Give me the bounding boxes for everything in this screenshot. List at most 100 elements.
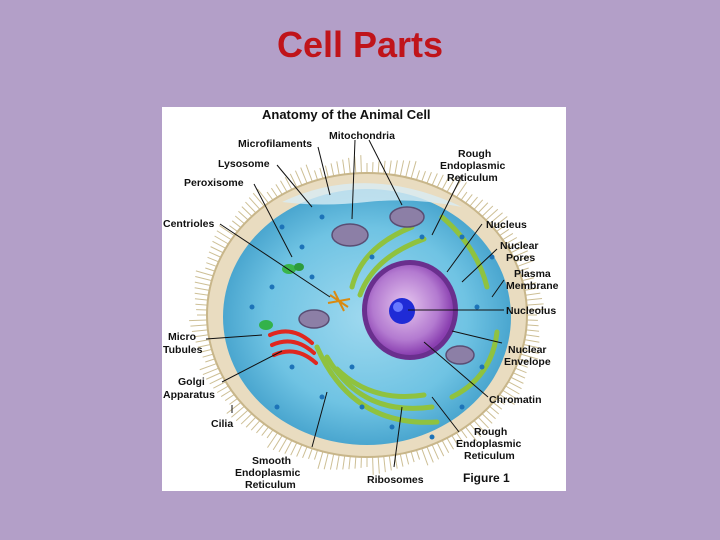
label-rough-top-endoplasmic: Endoplasmic [440,160,506,172]
ribosome-dot [289,364,295,370]
cilium-strand [195,276,212,282]
cilium-strand [229,225,238,232]
cilium-strand [492,216,508,228]
cilium-strand [524,339,540,343]
cilium-strand [465,194,473,204]
label-smooth-endoplasmic: Endoplasmic [235,467,301,479]
cilium-strand [456,432,464,443]
cilium-strand [348,456,351,470]
cilium-strand [278,437,288,453]
cilium-strand [477,416,489,429]
cilium-strand [473,199,484,210]
label-golgi: Golgi [178,376,205,388]
cilium-strand [394,160,398,176]
cilium-strand [502,232,514,241]
cilium-strand [275,184,283,195]
cilium-strand [388,160,392,175]
label-cilia: Cilia [211,418,233,430]
label-apparatus: Apparatus [163,389,215,401]
cilium-strand [496,398,505,405]
cilium-strand [231,405,245,418]
cilium-strand [431,444,440,460]
cilium-strand [294,170,303,186]
cell-diagram-figure: Anatomy of the Animal Cell [162,107,566,491]
cilium-strand [377,161,380,174]
cilium-strand [508,241,521,249]
cilium-strand [489,212,503,225]
cilium-strand [342,455,346,470]
ribosome-dot [274,404,280,410]
cilium-strand [336,454,340,470]
cilium-strand [465,426,477,442]
label-rough-bottom-endoplasmic: Endoplasmic [456,438,522,450]
cell-diagram: Anatomy of the Animal Cell [163,107,559,491]
cilium-strand [238,210,249,221]
cilium-strand [226,402,242,414]
label-micro: Micro [168,331,196,343]
cilium-strand [485,208,499,221]
label-ribosomes: Ribosomes [367,474,424,486]
cilium-strand [372,456,374,475]
cilium-strand [485,409,496,420]
ribosome-dot [419,234,425,240]
cilium-strand [469,196,478,207]
ribosome-dot [319,394,325,400]
cilium-strand [522,277,535,282]
label-nucleolus: Nucleolus [506,305,556,317]
cilium-strand [234,215,245,225]
cilium-strand [512,250,528,258]
label-nuclear-pores-2: Pores [506,252,535,264]
cilium-strand [522,348,539,354]
cilium-strand [208,251,222,258]
cilium-strand [216,385,229,393]
leader-lines [205,139,505,468]
label-nuclear-pores-1: Nuclear [500,240,539,252]
label-chromatin: Chromatin [489,394,542,406]
cilium-strand [410,161,417,179]
cilium-strand [231,220,242,228]
cilium-strand [456,182,467,198]
mitochondria-organelles [298,206,475,365]
cilium-strand [519,267,529,272]
cilium-strand [214,235,229,245]
cilium-strand [524,287,539,291]
cilium-strand [489,405,500,415]
cilium-strand [520,272,532,277]
label-smooth-reticulum: Reticulum [245,479,296,491]
ribosome-dot [479,364,485,370]
figure-title: Anatomy of the Animal Cell [262,107,431,122]
cilium-strand [248,197,261,210]
cilium-strand [267,432,278,448]
cilium-strand [354,156,357,174]
cilium-strand [202,367,219,376]
cilium-strand [499,393,515,405]
label-lysosome: Lysosome [218,158,270,170]
cilium-strand [324,165,329,178]
ribosome-dot [389,424,395,430]
cilium-strand [388,455,392,471]
label-nucleus: Nucleus [486,219,527,231]
ribosome-dot [489,254,495,260]
cilium-strand [525,334,540,338]
label-mitochondria: Mitochondria [329,130,395,142]
cilium-strand [323,452,329,470]
cilium-strand [195,339,210,343]
cilium-strand [502,389,518,400]
ribosome-dot [269,284,275,290]
cilium-strand [197,344,211,348]
ribosome-dot [349,364,355,370]
cilium-strand [473,420,486,433]
cilium-strand [492,402,503,410]
cilium-strand [207,256,219,263]
slide-title: Cell Parts [276,24,444,65]
cilium-strand [517,259,535,267]
cilium-strand [194,298,208,301]
cilium-strand [436,442,445,457]
cilium-strand [302,446,308,458]
centriole-organelle [327,290,351,312]
cilium-strand [240,413,253,425]
cilium-strand [399,160,405,177]
ribosome-dot [319,214,325,220]
cilium-strand [219,225,235,237]
cilium-strand [319,167,324,179]
